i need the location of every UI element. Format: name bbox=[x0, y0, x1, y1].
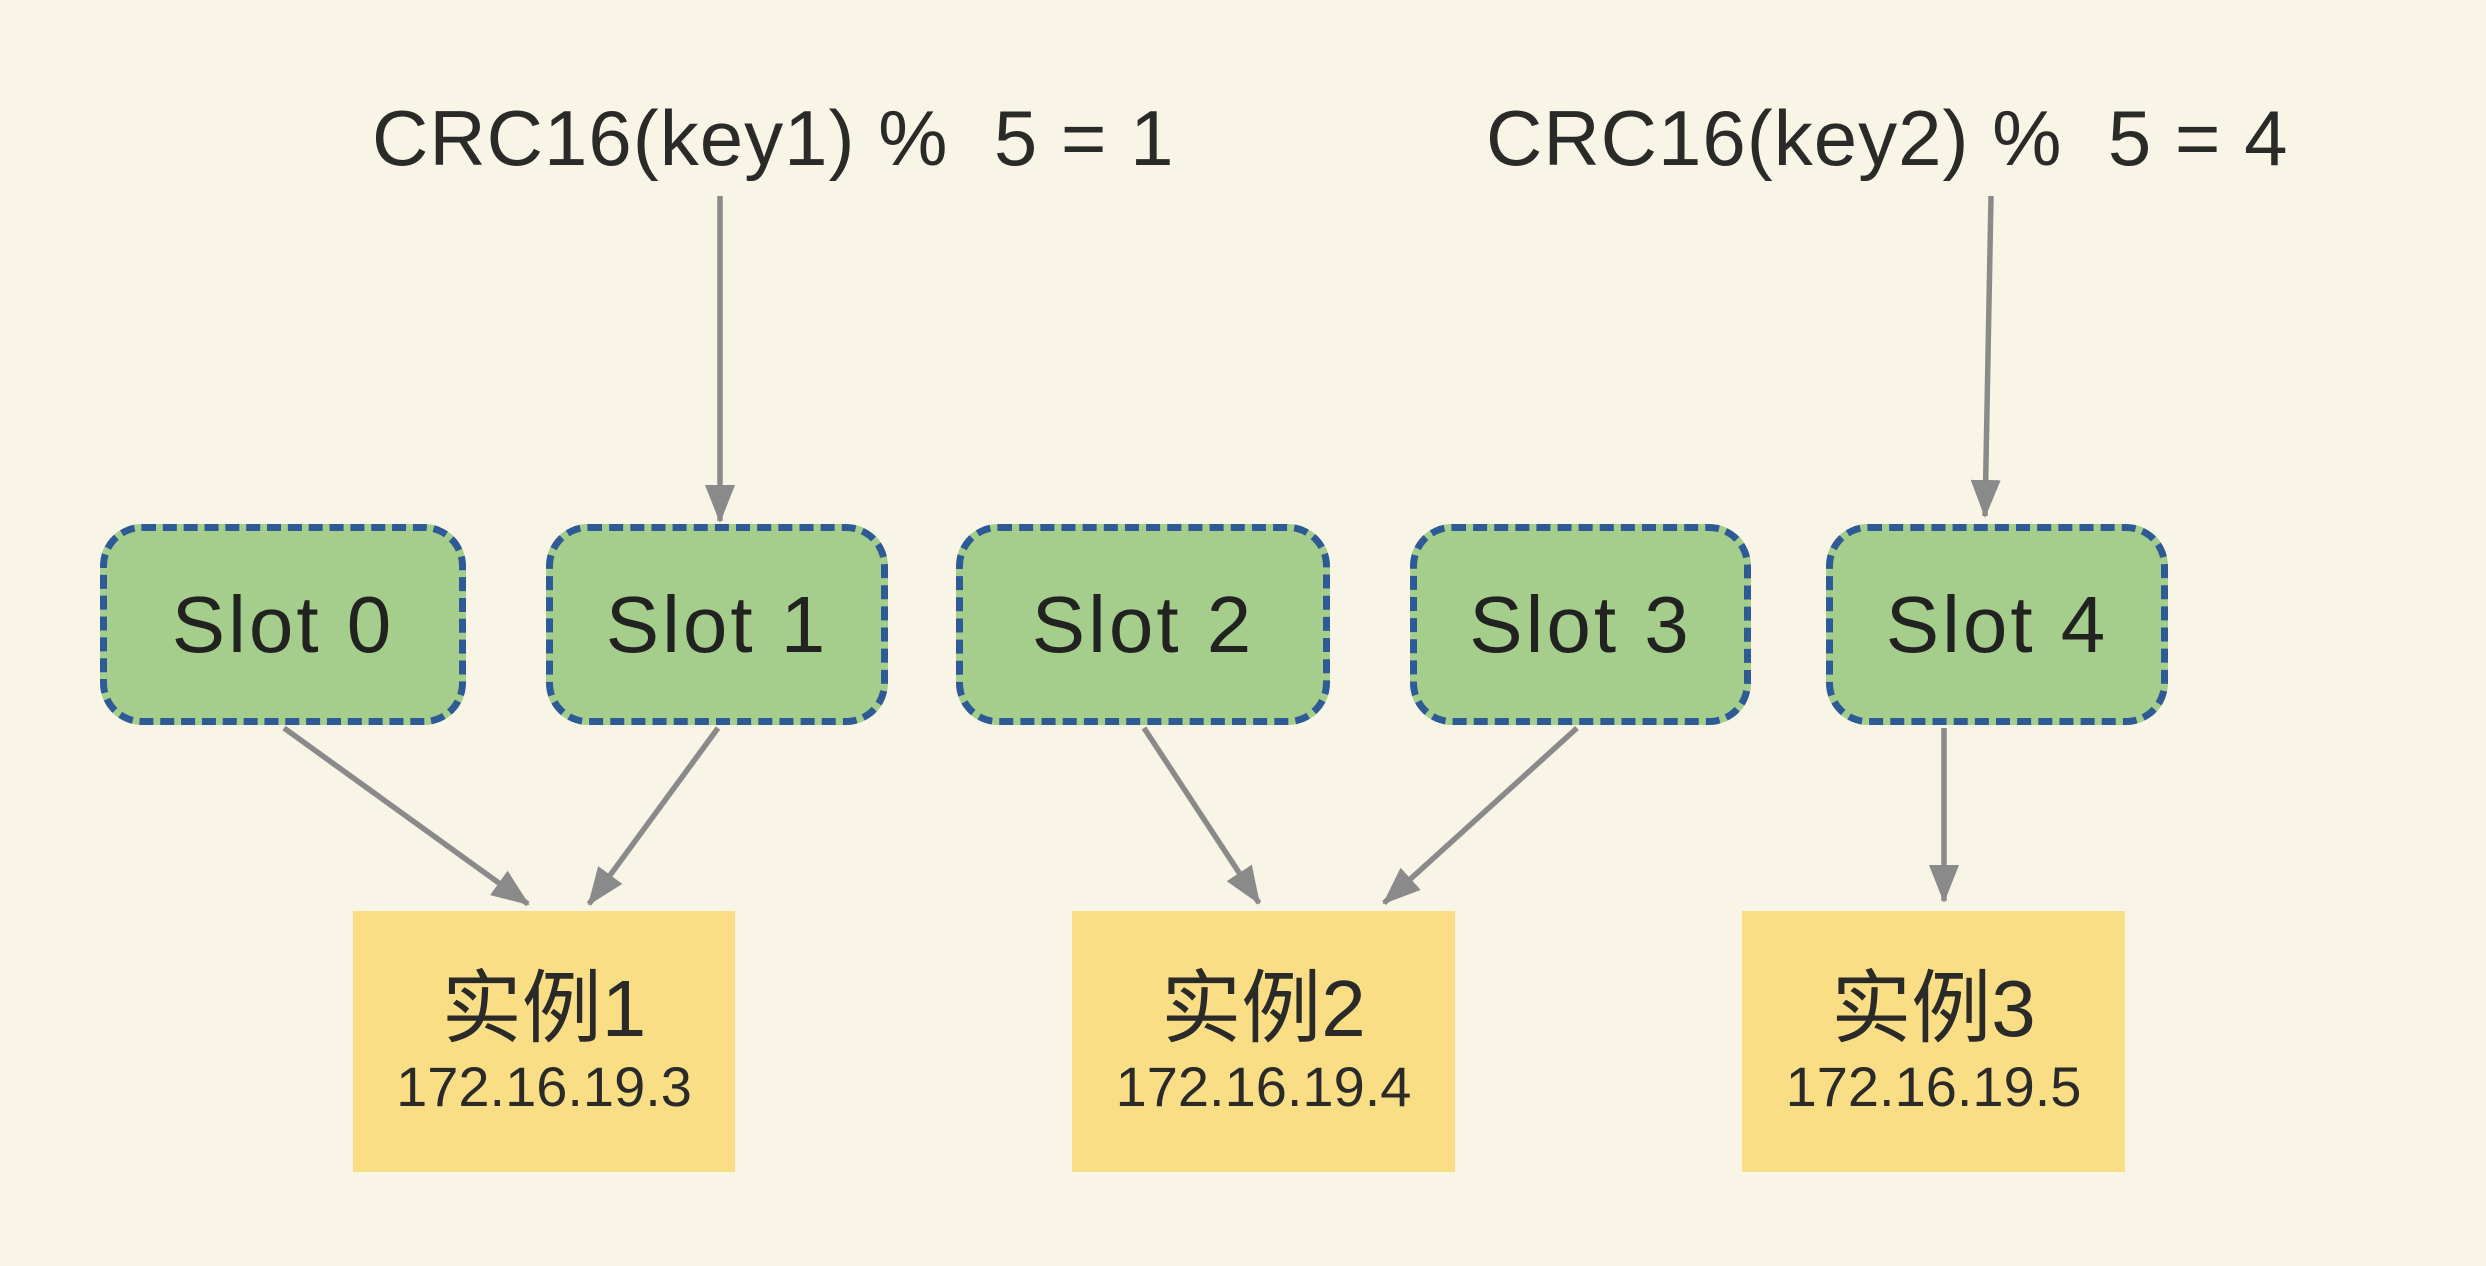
slot-4-label: Slot 4 bbox=[1885, 579, 2109, 669]
arrow-slot3-to-instance2 bbox=[1382, 725, 1579, 906]
instance-1-ip: 172.16.19.3 bbox=[396, 1054, 692, 1118]
arrow-slot2-to-instance2 bbox=[1141, 726, 1262, 905]
slot-1-box: Slot 1 bbox=[546, 524, 888, 725]
slot-2-box: Slot 2 bbox=[956, 524, 1330, 725]
slot-2-label: Slot 2 bbox=[1031, 579, 1255, 669]
formula-key2: CRC16(key2) % 5 = 4 bbox=[1486, 94, 2289, 182]
slot-1-label: Slot 1 bbox=[605, 579, 829, 669]
slot-0-box: Slot 0 bbox=[100, 524, 466, 725]
instance-2-name: 实例2 bbox=[1161, 963, 1366, 1053]
instance-3-ip: 172.16.19.5 bbox=[1785, 1054, 2082, 1118]
slot-3-box: Slot 3 bbox=[1410, 524, 1751, 725]
instance-2-ip: 172.16.19.4 bbox=[1115, 1054, 1412, 1118]
formula-key1: CRC16(key1) % 5 = 1 bbox=[372, 94, 1175, 182]
arrow-slot0-to-instance1 bbox=[282, 725, 530, 907]
arrow-formula2-to-slot4 bbox=[1970, 195, 2001, 518]
slot-3-label: Slot 3 bbox=[1469, 579, 1692, 669]
instance-3-box: 实例3 172.16.19.5 bbox=[1742, 911, 2125, 1172]
slot-4-box: Slot 4 bbox=[1826, 524, 2168, 725]
slot-0-label: Slot 0 bbox=[171, 579, 395, 669]
instance-2-box: 实例2 172.16.19.4 bbox=[1072, 911, 1455, 1172]
instance-3-name: 实例3 bbox=[1831, 963, 2036, 1053]
arrow-slot1-to-instance1 bbox=[586, 726, 721, 906]
instance-1-box: 实例1 172.16.19.3 bbox=[353, 911, 735, 1172]
instance-1-name: 实例1 bbox=[441, 963, 647, 1053]
